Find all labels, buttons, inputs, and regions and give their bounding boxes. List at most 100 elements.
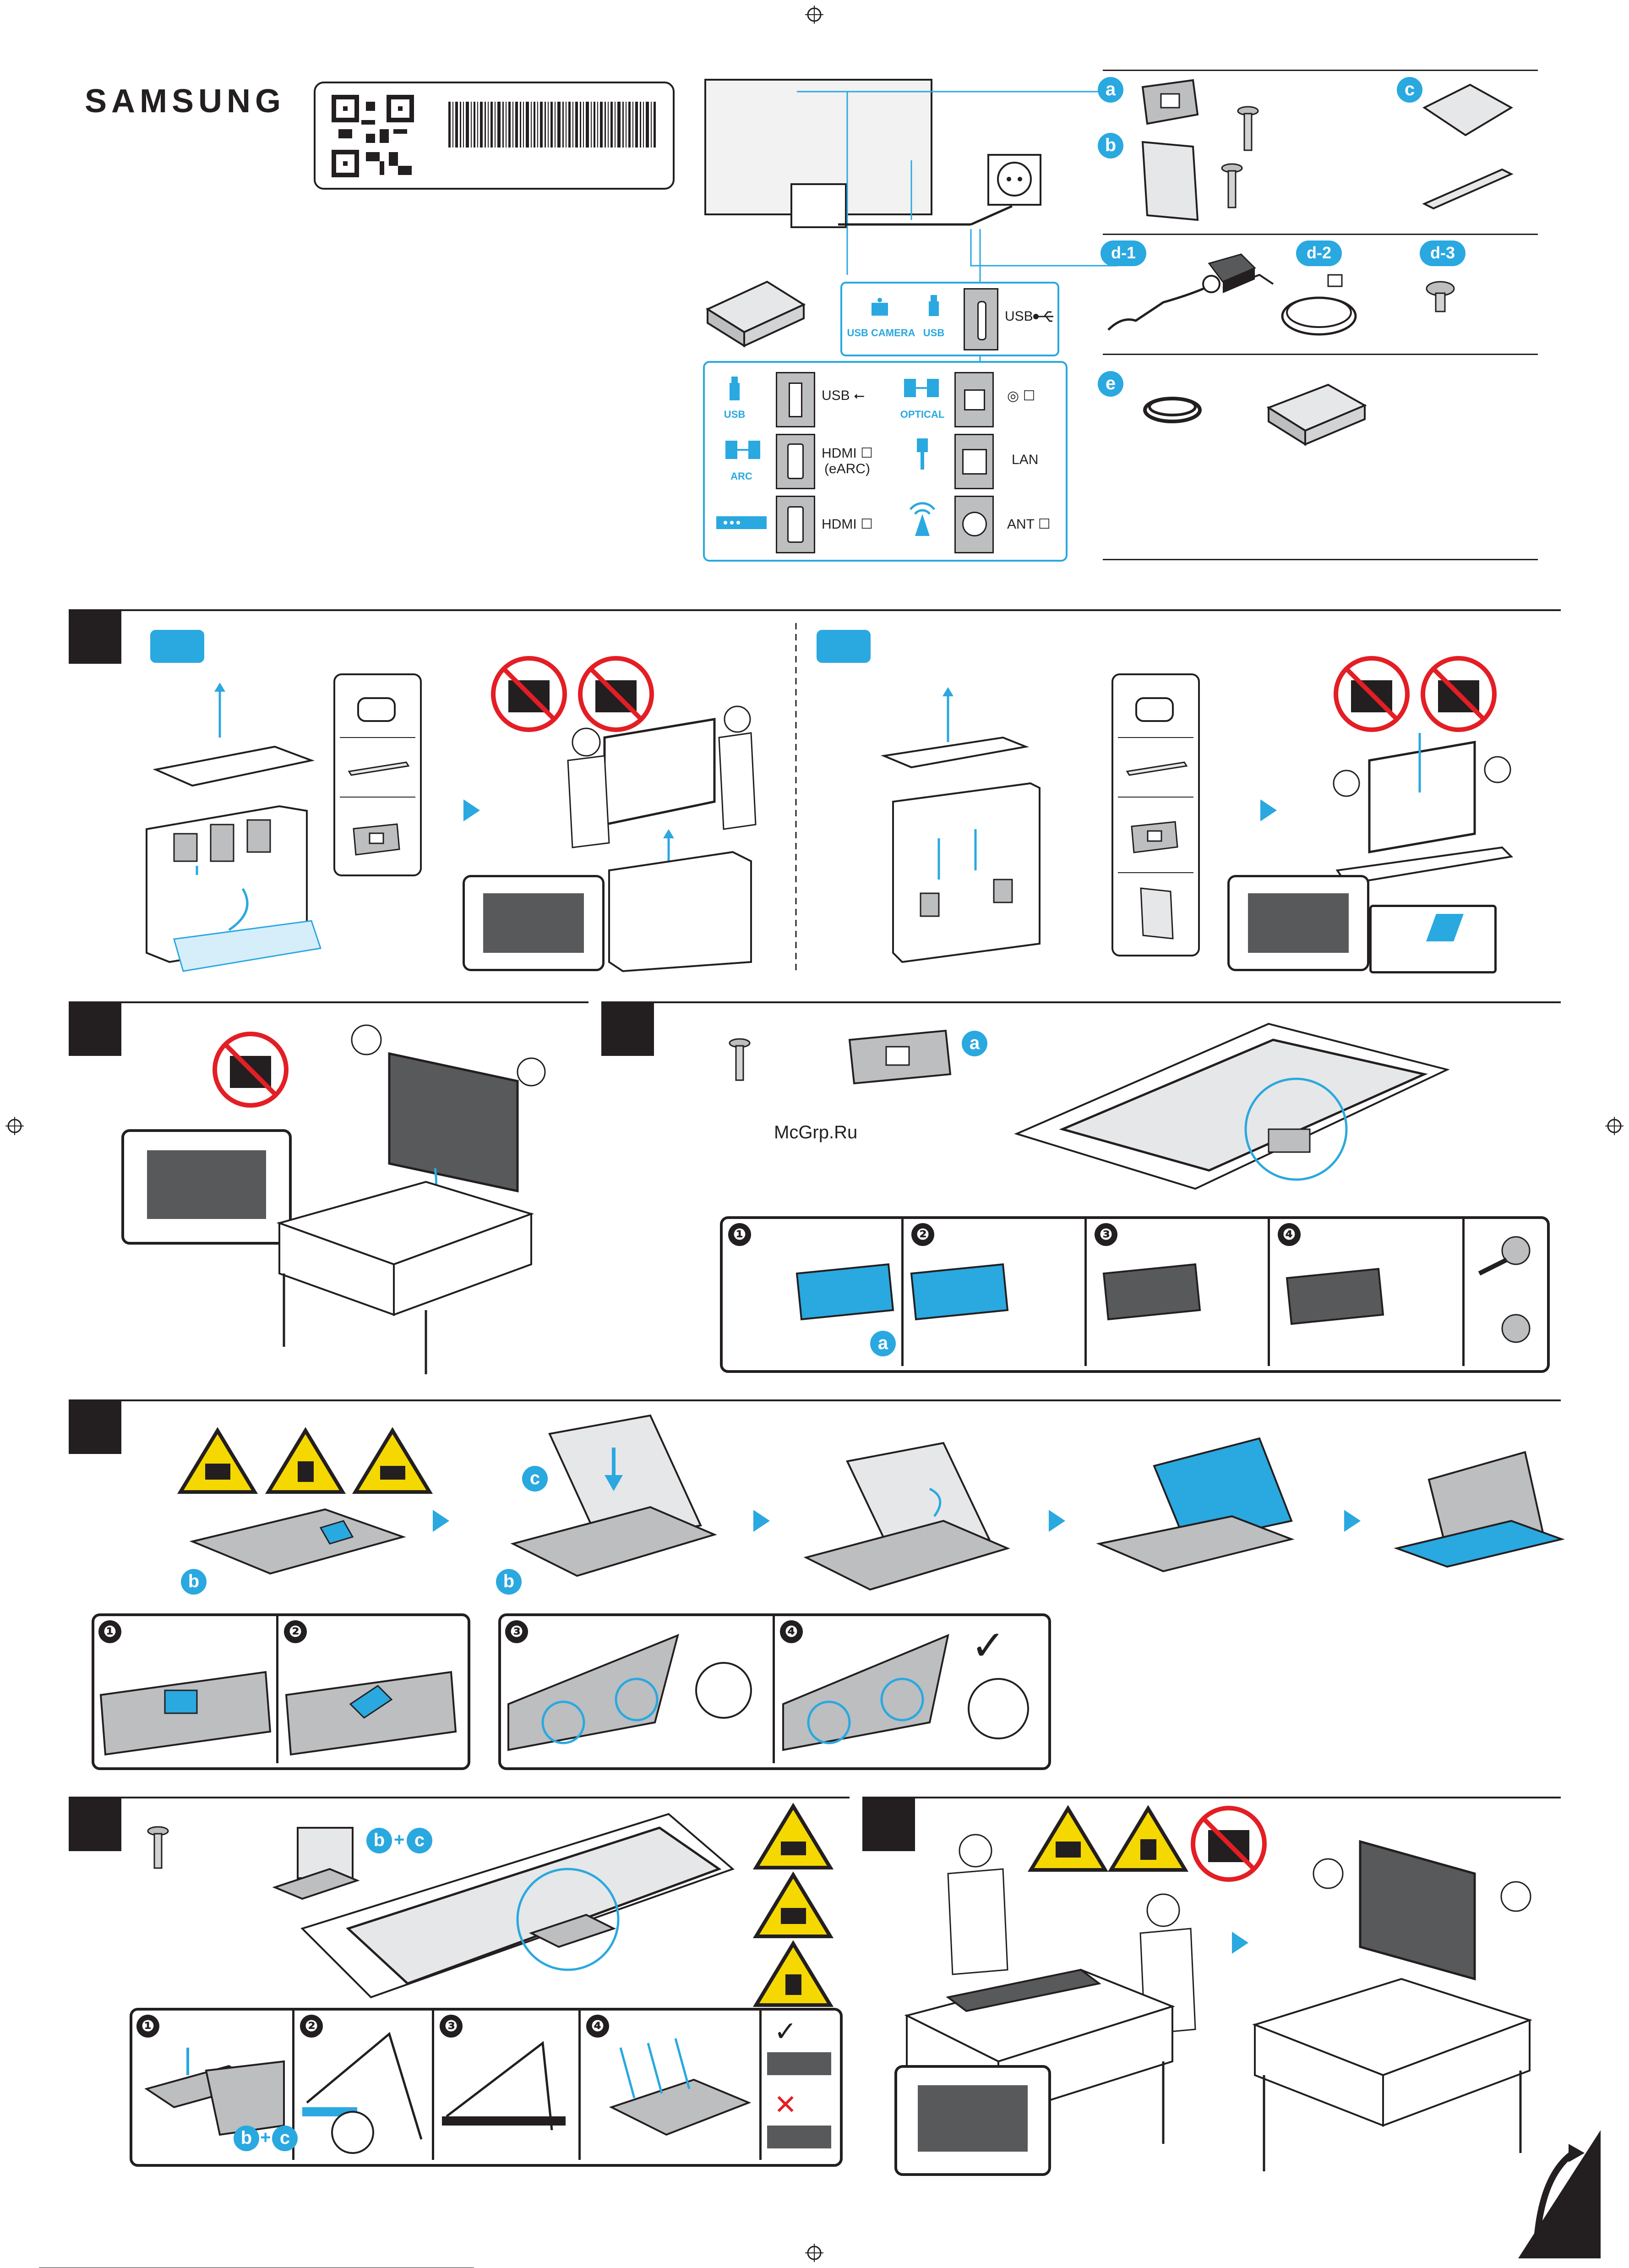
neck-lock-illustration	[504, 1631, 769, 1759]
step1a-grip-points-box	[463, 875, 605, 971]
watermark-text: McGrp.Ru	[774, 1122, 857, 1143]
screw-icon	[147, 1825, 169, 1871]
step6-grip-points-box	[894, 2065, 1051, 2176]
registration-mark-icon	[5, 1117, 24, 1135]
hdmi-earc-port	[776, 434, 815, 489]
step4-neck-attached-illustration	[797, 1438, 1017, 1599]
step-divider	[795, 623, 797, 971]
barcode-icon	[448, 102, 659, 148]
stand-guide-icon	[845, 1028, 955, 1088]
step4-base-illustration	[188, 1500, 408, 1592]
ports-panel: USB USB ⭠ OPTICAL ◎ ☐ ARC HDMI ☐ (eARC) …	[703, 361, 1068, 562]
correct-example-box	[767, 2052, 831, 2075]
wall-screw-icon	[1424, 279, 1456, 314]
step3-substep-3: ❸	[1095, 1223, 1117, 1246]
one-connect-unit-icon	[1264, 380, 1369, 449]
usb-stick-icon	[728, 377, 741, 402]
usb-c-port	[964, 288, 998, 350]
part-label-a: a	[870, 1331, 896, 1356]
port-label-lan: LAN	[1012, 452, 1038, 468]
part-label-c: c	[1397, 77, 1422, 103]
cover-bar-icon	[1125, 758, 1189, 776]
substep-divider	[901, 1218, 904, 1366]
qr-code-icon	[334, 97, 412, 175]
port-label-optical: ◎ ☐	[1007, 388, 1035, 404]
step3-number-box	[601, 1003, 654, 1056]
guide-slide-illustration	[907, 1264, 1012, 1328]
hdmi-port	[776, 496, 815, 553]
port-label-ant: ANT ☐	[1007, 516, 1051, 532]
step2-lay-tv-illustration	[275, 1017, 550, 1374]
part-label-d3: d-3	[1420, 240, 1466, 266]
step1b-detail-box	[1369, 905, 1497, 973]
guide-placed-illustration	[1099, 1264, 1204, 1328]
port-cap-optical: OPTICAL	[893, 409, 952, 421]
registration-mark-icon	[1605, 1117, 1624, 1135]
check-mark: ✓	[774, 2016, 797, 2048]
step4-rule	[69, 1399, 1561, 1401]
step4-neck-insert-illustration	[504, 1411, 719, 1594]
port-label-hdmi-earc: HDMI ☐ (eARC)	[822, 445, 873, 477]
warning-fall-icon	[753, 1803, 834, 1871]
part-label-b: b	[1098, 133, 1123, 158]
step3-substep-4: ❹	[1278, 1223, 1301, 1246]
screw-detail-icon	[1470, 1228, 1534, 1356]
substep-divider	[276, 1615, 278, 1763]
ant-port	[954, 496, 994, 553]
step3-rule	[601, 1001, 1561, 1003]
registration-mark-icon	[805, 2244, 823, 2262]
stand-cover-icon	[1420, 160, 1516, 211]
optical-port	[954, 372, 994, 427]
parts-rule-2	[1103, 234, 1538, 235]
next-arrow-icon	[463, 799, 480, 821]
step1b-contents-box	[1111, 673, 1200, 956]
part-label-b: b	[234, 2126, 259, 2151]
step1-rule	[69, 609, 1561, 611]
part-label-c: c	[272, 2126, 298, 2151]
cushion-icon	[356, 694, 397, 726]
camera-cable-coil-icon	[1278, 270, 1360, 344]
substep-divider	[1268, 1218, 1270, 1366]
stand-guide-icon	[1138, 78, 1202, 128]
substep-divider	[578, 2009, 581, 2160]
next-arrow-icon	[1049, 1510, 1065, 1532]
step1a-box-unpack-illustration	[137, 683, 321, 971]
base-detail-illustration	[96, 1667, 275, 1759]
antenna-icon	[904, 500, 941, 537]
registration-mark-icon	[805, 5, 823, 24]
arc-speaker-icon	[723, 438, 764, 461]
warning-pinch-icon	[178, 1427, 258, 1496]
part-label-a: a	[1098, 77, 1123, 103]
port-label-usb: USB ⭠	[822, 388, 865, 404]
warning-fall-icon	[353, 1427, 433, 1496]
page-turn-icon	[1500, 2126, 1605, 2263]
substep-divider	[1462, 1218, 1465, 1366]
parts-bottom-rule	[1103, 559, 1538, 560]
brand-logo: SAMSUNG	[85, 82, 285, 120]
step1a-contents-box	[333, 673, 422, 876]
guide-insert-illustration	[792, 1264, 898, 1328]
guide-plate-icon	[351, 822, 402, 858]
no-touch-screen-icon	[1420, 655, 1498, 733]
step4-substep-2: ❷	[284, 1620, 307, 1643]
step3-substep-2: ❷	[911, 1223, 934, 1246]
stand-tilt-illustration	[437, 2025, 575, 2144]
step3-table-tv-illustration	[1012, 1019, 1479, 1216]
warning-weight-icon	[753, 1940, 834, 2009]
warning-weight-icon	[266, 1427, 346, 1496]
substep-divider	[1084, 1218, 1087, 1366]
next-arrow-icon	[1344, 1510, 1361, 1532]
lan-plug-icon	[913, 438, 932, 470]
stand-insert-illustration	[137, 2034, 289, 2135]
next-arrow-icon	[433, 1510, 449, 1532]
step5-table-illustration	[293, 1805, 742, 2016]
step1b-grip-points-box	[1227, 875, 1369, 971]
guide-screwed-illustration	[1282, 1269, 1388, 1333]
part-label-a: a	[962, 1031, 987, 1056]
next-arrow-icon	[753, 1510, 770, 1532]
hdmi-device-icon	[716, 514, 767, 532]
warning-pinch-icon	[753, 1871, 834, 1940]
power-cable-icon	[1140, 385, 1204, 435]
stand-screw-illustration	[584, 2029, 758, 2148]
port-cap-usb: USB	[714, 409, 755, 421]
